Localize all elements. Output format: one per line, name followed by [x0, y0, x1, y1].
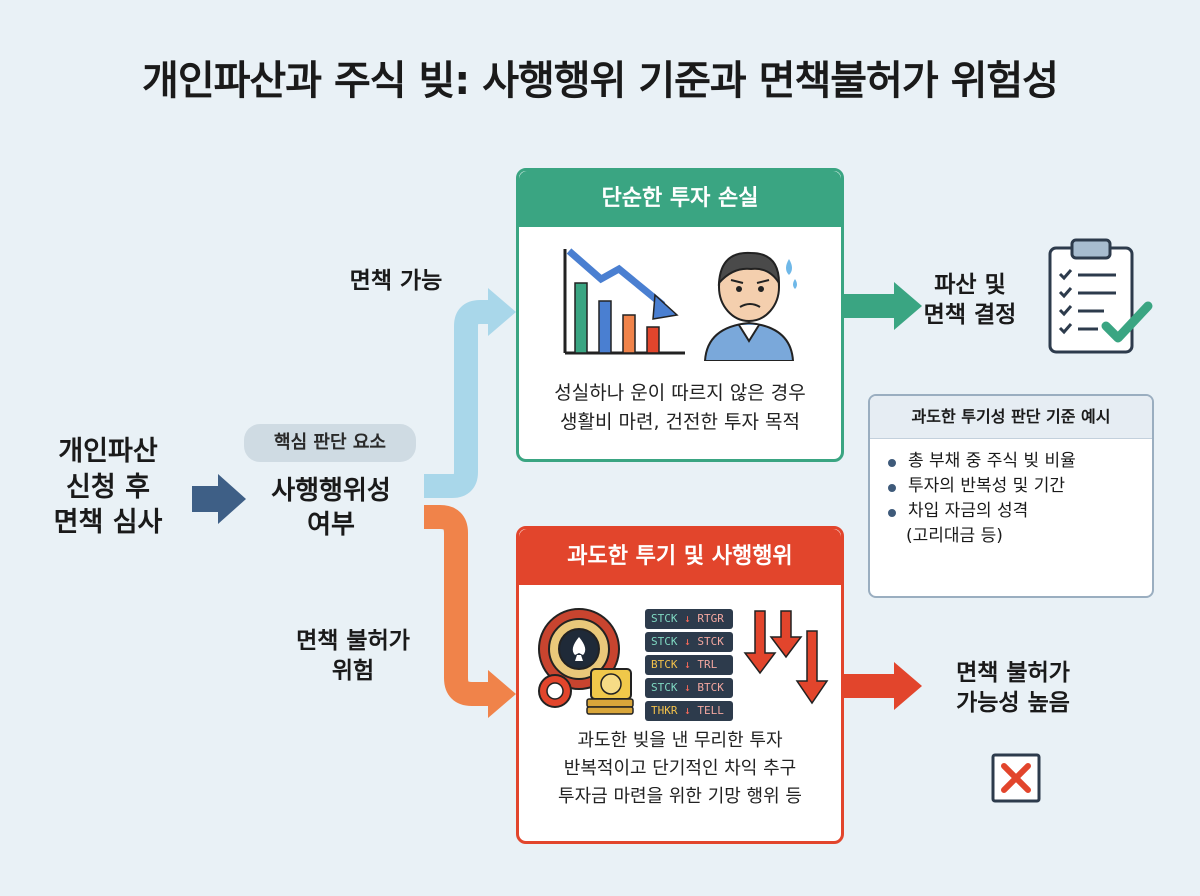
outcome-denial-line-1: 면책 불허가 [956, 660, 1070, 686]
arrow-to-upper-outcome [844, 282, 922, 330]
speculation-header: 과도한 투기 및 사행행위 [519, 529, 841, 585]
simple-loss-header: 단순한 투자 손실 [519, 171, 841, 227]
speculation-line-1: 과도한 빚을 낸 무리한 투자 [577, 730, 783, 751]
ticker-row: BTCK ↓ TRL [645, 655, 733, 675]
start-line-2: 신청 후 [66, 471, 150, 503]
simple-loss-line-2: 생활비 마련, 건전한 투자 목적 [560, 410, 800, 433]
falling-chart-icon [563, 248, 685, 355]
start-line-1: 개인파산 [58, 436, 158, 467]
outcome-discharge-line-2: 면책 결정 [923, 302, 1017, 329]
lower-branch-line-1: 면책 불허가 [296, 628, 410, 654]
ticker-row: STCK ↓ RTGR [645, 609, 733, 629]
speculation-line-2: 반복적이고 단기적인 차익 추구 [563, 757, 797, 779]
lower-branch-line-2: 위험 [331, 658, 375, 685]
key-factor-node: 사행행위성 여부 [238, 474, 424, 543]
key-factor-pill: 핵심 판단 요소 [244, 424, 416, 462]
criteria-item: 총 부채 중 주식 빚 비율 [886, 449, 1152, 474]
ticker-row: STCK ↓ STCK [645, 632, 733, 652]
ticker-row: STCK ↓ BTCK [645, 678, 733, 698]
worried-person-icon [703, 251, 797, 361]
start-line-3: 면책 심사 [53, 507, 163, 539]
criteria-item-continuation: (고리대금 등) [906, 526, 1003, 547]
criteria-item: 차입 자금의 성격 [886, 499, 1152, 524]
criteria-item: 투자의 반복성 및 기간 [886, 474, 1152, 499]
key-factor-line-1: 사행행위성 [271, 476, 391, 506]
simple-loss-card: 단순한 투자 손실 성실하나 운이 따르지 않은 경우 생활비 마련, 건전한 … [516, 168, 844, 462]
stock-ticker-board: STCK ↓ RTGR STCK ↓ STCK BTCK ↓ TRL STCK … [645, 609, 733, 724]
clipboard-check-icon [1048, 238, 1153, 354]
speculation-description: 과도한 빚을 낸 무리한 투자 반복적이고 단기적인 차익 추구 투자금 마련을… [519, 727, 841, 811]
arrow-lower-branch [424, 505, 492, 706]
upper-branch-label: 면책 가능 [349, 268, 443, 294]
arrow-start-to-factor [192, 474, 246, 524]
criteria-header: 과도한 투기성 판단 기준 예시 [870, 396, 1152, 439]
speculation-line-3: 투자금 마련을 위한 기망 행위 등 [558, 785, 802, 807]
outcome-discharge: 파산 및 면책 결정 [900, 270, 1040, 331]
outcome-denial-line-2: 가능성 높음 [956, 690, 1070, 717]
denied-x-icon [991, 753, 1041, 803]
key-factor-line-2: 여부 [307, 510, 355, 541]
outcome-discharge-line-1: 파산 및 [934, 272, 1006, 298]
start-node: 개인파산 신청 후 면책 심사 [20, 434, 196, 541]
criteria-list: 총 부채 중 주식 빚 비율 투자의 반복성 및 기간 차입 자금의 성격 [870, 439, 1152, 524]
outcome-denial: 면책 불허가 가능성 높음 [920, 658, 1106, 719]
simple-loss-description: 성실하나 운이 따르지 않은 경우 생활비 마련, 건전한 투자 목적 [519, 379, 841, 436]
criteria-box: 과도한 투기성 판단 기준 예시 총 부채 중 주식 빚 비율 투자의 반복성 … [868, 394, 1154, 598]
down-arrows-icon [743, 610, 829, 705]
simple-loss-line-1: 성실하나 운이 따르지 않은 경우 [554, 382, 806, 404]
gambling-roulette-icon [538, 608, 634, 715]
ticker-row: THKR ↓ TELL [645, 701, 733, 721]
arrow-to-lower-outcome [844, 662, 922, 710]
speculation-card: 과도한 투기 및 사행행위 STCK ↓ RTGR STCK ↓ STCK BT… [516, 526, 844, 844]
page-title: 개인파산과 주식 빚: 사행행위 기준과 면책불허가 위험성 [142, 58, 1059, 104]
lower-branch-label: 면책 불허가 위험 [268, 626, 438, 687]
arrow-upper-branch [424, 300, 492, 498]
